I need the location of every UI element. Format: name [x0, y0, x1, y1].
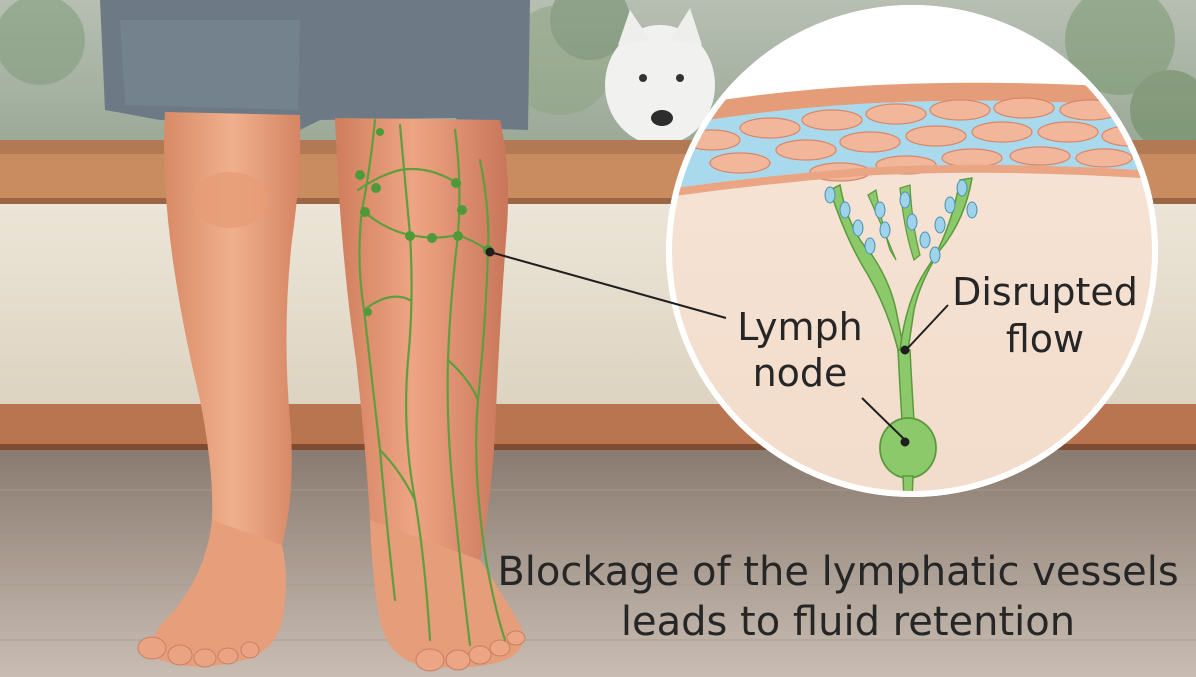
caption-line2: leads to fluid retention: [621, 599, 1075, 645]
lymph-node-label-line2: node: [753, 351, 848, 395]
disrupted-flow-label-line2: flow: [1006, 317, 1084, 361]
leg-node-dot: [487, 249, 494, 256]
lymph-node-label-line1: Lymph: [737, 305, 862, 349]
caption-line1: Blockage of the lymphatic vessels: [497, 549, 1178, 595]
lymph-node-zoom: [880, 418, 936, 478]
disrupted-flow-label-line1: Disrupted: [952, 270, 1138, 314]
shorts: [100, 0, 530, 130]
